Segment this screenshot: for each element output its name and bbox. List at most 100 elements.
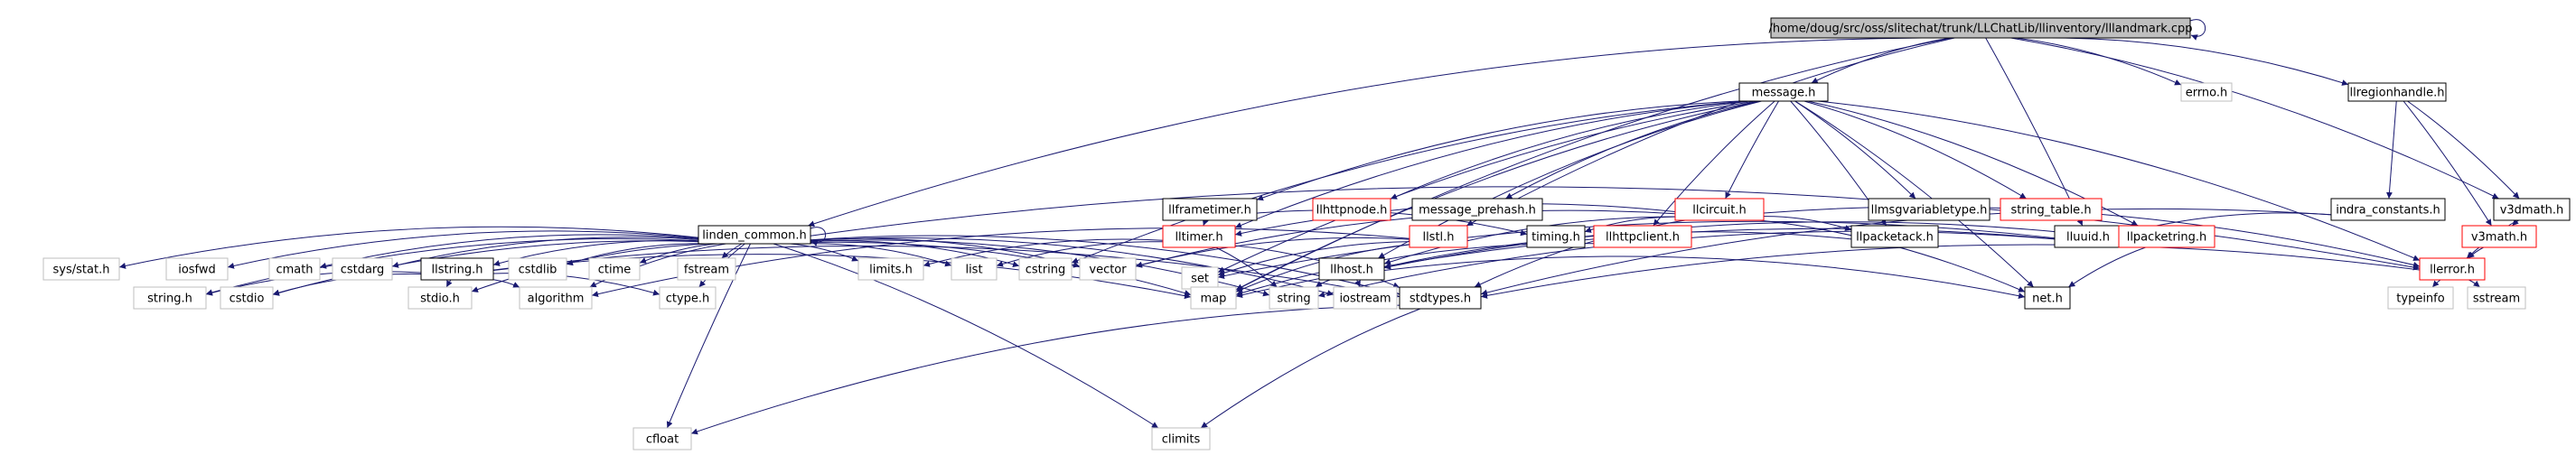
edge-linden_common-to-iosfwd xyxy=(227,230,699,269)
node-typeinfo: typeinfo xyxy=(2387,286,2454,310)
node-llstring[interactable]: llstring.h xyxy=(420,257,494,281)
node-label: llhost.h xyxy=(1330,264,1373,277)
node-label: ctype.h xyxy=(666,292,710,306)
node-timing[interactable]: timing.h xyxy=(1526,225,1586,248)
node-label: fstream xyxy=(684,264,729,277)
node-box xyxy=(659,286,717,310)
edge-linden_common-to-cstdio xyxy=(272,240,699,296)
node-box xyxy=(2493,198,2571,221)
node-label: /home/doug/src/oss/slitechat/trunk/LLCha… xyxy=(1768,23,2192,36)
node-fstream: fstream xyxy=(677,257,736,281)
node-label: stdtypes.h xyxy=(1410,292,1471,306)
node-stringh: string.h xyxy=(133,286,207,310)
node-label: stdio.h xyxy=(420,292,460,306)
node-box xyxy=(1770,17,2191,39)
node-llregionhandle[interactable]: llregionhandle.h xyxy=(2347,82,2447,102)
node-box xyxy=(1593,225,1692,248)
node-box xyxy=(1738,82,1829,102)
node-label: errno.h xyxy=(2186,87,2228,100)
node-climits: climits xyxy=(1151,427,1211,450)
node-label: indra_constants.h xyxy=(2336,204,2440,218)
node-string-table[interactable]: string_table.h xyxy=(2000,198,2103,221)
node-label: v3dmath.h xyxy=(2500,204,2564,218)
node-box xyxy=(632,427,692,450)
node-label: cstdio xyxy=(229,292,265,306)
node-llframetimer[interactable]: llframetimer.h xyxy=(1162,198,1258,221)
node-llerror[interactable]: llerror.h xyxy=(2419,257,2486,281)
node-label: llerror.h xyxy=(2430,264,2475,277)
node-box xyxy=(2000,198,2103,221)
node-list: list xyxy=(951,257,998,281)
node-ctime: ctime xyxy=(588,257,641,281)
node-box xyxy=(519,286,593,310)
node-label: llstring.h xyxy=(432,264,483,277)
node-v3math[interactable]: v3math.h xyxy=(2461,225,2537,248)
node-label: llpacketring.h xyxy=(2127,231,2207,245)
edge-message-to-llmsgvariabletype xyxy=(1794,100,1916,200)
node-label: llhttpclient.h xyxy=(1606,231,1680,245)
node-llpacketring[interactable]: llpacketring.h xyxy=(2118,225,2215,248)
node-lluuid[interactable]: lluuid.h xyxy=(2054,225,2122,248)
edge-indra_constants-to-stdtypes xyxy=(1480,208,2332,296)
node-llhttpclient[interactable]: llhttpclient.h xyxy=(1593,225,1692,248)
edge-message-to-llframetimer xyxy=(1256,100,1740,201)
node-indra-constants[interactable]: indra_constants.h xyxy=(2330,198,2446,221)
edge-root-to-v3dmath xyxy=(2010,37,2499,200)
node-label: map xyxy=(1201,292,1227,306)
edge-llerror-to-typeinfo xyxy=(2431,279,2441,288)
node-label: llframetimer.h xyxy=(1168,204,1251,218)
node-llcircuit[interactable]: llcircuit.h xyxy=(1674,198,1765,221)
node-label: algorithm xyxy=(528,292,585,306)
edge-llstring-to-stdtypes xyxy=(492,245,1400,299)
node-box xyxy=(1181,266,1219,290)
node-ctype: ctype.h xyxy=(659,286,717,310)
node-errno: errno.h xyxy=(2180,82,2233,102)
node-label: list xyxy=(965,264,982,277)
node-label: llstl.h xyxy=(1422,231,1454,245)
edge-message-to-llcircuit xyxy=(1725,100,1779,200)
edge-llframetimer-to-timing xyxy=(1256,209,1528,237)
node-linden-common[interactable]: linden_common.h xyxy=(698,225,811,245)
node-label: llregionhandle.h xyxy=(2349,87,2444,100)
node-lltimer[interactable]: lltimer.h xyxy=(1162,225,1236,248)
node-label: sstream xyxy=(2473,292,2520,306)
node-llpacketack[interactable]: llpacketack.h xyxy=(1850,225,1939,248)
edge-llpacketring-to-llhost xyxy=(1383,221,2120,270)
node-llhost[interactable]: llhost.h xyxy=(1318,257,1385,281)
node-label: llpacketack.h xyxy=(1856,231,1934,245)
node-llhttpnode[interactable]: llhttpnode.h xyxy=(1312,198,1391,221)
edge-linden_common-to-cmath xyxy=(319,234,699,269)
node-label: set xyxy=(1191,273,1209,286)
edge-stdtypes-to-cfloat xyxy=(690,304,1400,435)
node-box xyxy=(588,257,641,281)
edge-root-to-root xyxy=(2189,19,2206,41)
node-box xyxy=(1674,198,1765,221)
node-sstream: sstream xyxy=(2467,286,2526,310)
node-llstl[interactable]: llstl.h xyxy=(1409,225,1468,248)
node-v3dmath[interactable]: v3dmath.h xyxy=(2493,198,2571,221)
node-label: cfloat xyxy=(646,433,679,447)
node-cstring: cstring xyxy=(1018,257,1073,281)
edge-linden_common-to-limits xyxy=(790,243,859,262)
node-label: limits.h xyxy=(869,264,913,277)
node-label: llcircuit.h xyxy=(1692,204,1747,218)
node-root[interactable]: /home/doug/src/oss/slitechat/trunk/LLCha… xyxy=(1768,17,2193,39)
node-label: lltimer.h xyxy=(1175,231,1222,245)
edge-llerror-to-sstream xyxy=(2468,279,2480,288)
node-box xyxy=(698,225,811,245)
node-label: string.h xyxy=(147,292,192,306)
node-message[interactable]: message.h xyxy=(1738,82,1829,102)
node-box xyxy=(407,286,473,310)
node-map: map xyxy=(1190,286,1237,310)
node-net[interactable]: net.h xyxy=(2024,286,2071,310)
node-box xyxy=(268,257,321,281)
node-message-prehash[interactable]: message_prehash.h xyxy=(1411,198,1543,221)
edge-llerror-to-stdtypes xyxy=(1480,244,2421,299)
node-box xyxy=(420,257,494,281)
edge-lltimer-to-string xyxy=(1215,246,1278,288)
node-llmsgvariabletype[interactable]: llmsgvariabletype.h xyxy=(1868,198,1991,221)
edge-linden_common-to-map xyxy=(810,241,1192,296)
edge-root-to-errno xyxy=(2015,37,2182,86)
node-box xyxy=(165,257,229,281)
node-stdtypes[interactable]: stdtypes.h xyxy=(1399,286,1482,310)
